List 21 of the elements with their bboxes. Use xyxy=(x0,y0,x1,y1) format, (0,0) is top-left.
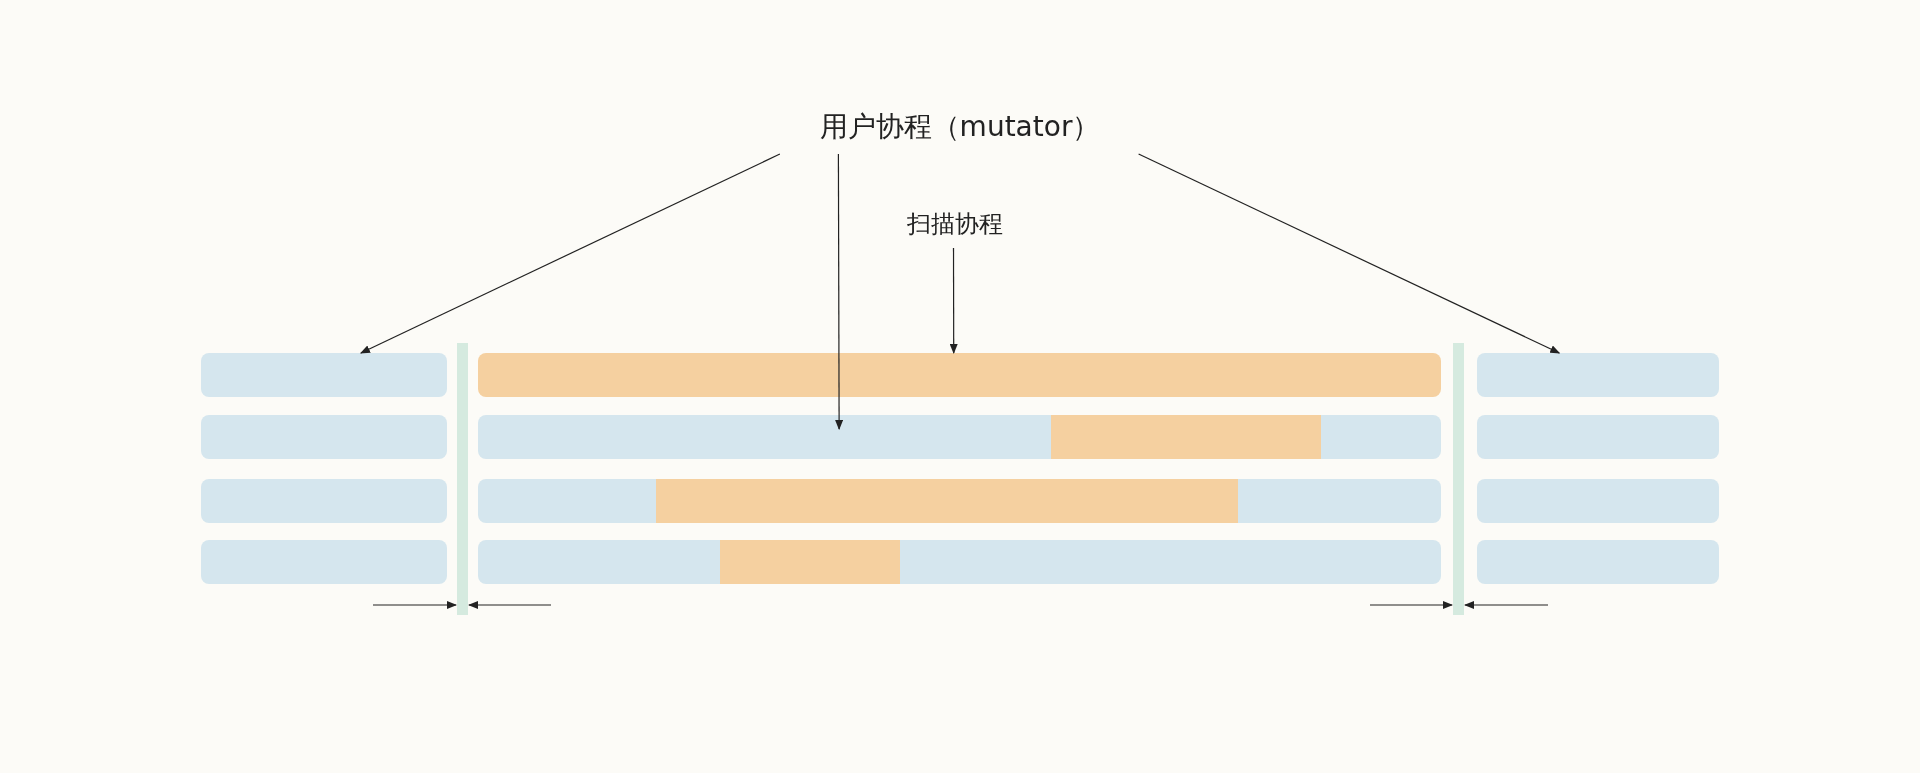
heap-bar xyxy=(201,540,447,584)
heap-bar xyxy=(478,540,1441,584)
scanned-bar xyxy=(478,353,1441,397)
coroutine-label: 用户协程（mutator） xyxy=(770,110,1150,154)
heap-bar xyxy=(1477,540,1719,584)
leader-arrow xyxy=(360,153,781,354)
scanned-segment xyxy=(1051,415,1321,459)
leader-arrow xyxy=(1138,153,1561,354)
scanned-segment xyxy=(656,479,1238,523)
scanned-segment xyxy=(720,540,900,584)
heap-bar xyxy=(201,353,447,397)
heap-bar xyxy=(1477,479,1719,523)
heap-bar xyxy=(201,415,447,459)
heap-bar xyxy=(201,479,447,523)
heap-bar xyxy=(1477,353,1719,397)
heap-bar xyxy=(478,479,1441,523)
heap-bar xyxy=(478,415,1441,459)
leader-arrow xyxy=(835,153,844,431)
coroutine-label: 扫描协程 xyxy=(880,210,1030,248)
heap-bar xyxy=(1477,415,1719,459)
leader-arrow xyxy=(949,247,958,354)
